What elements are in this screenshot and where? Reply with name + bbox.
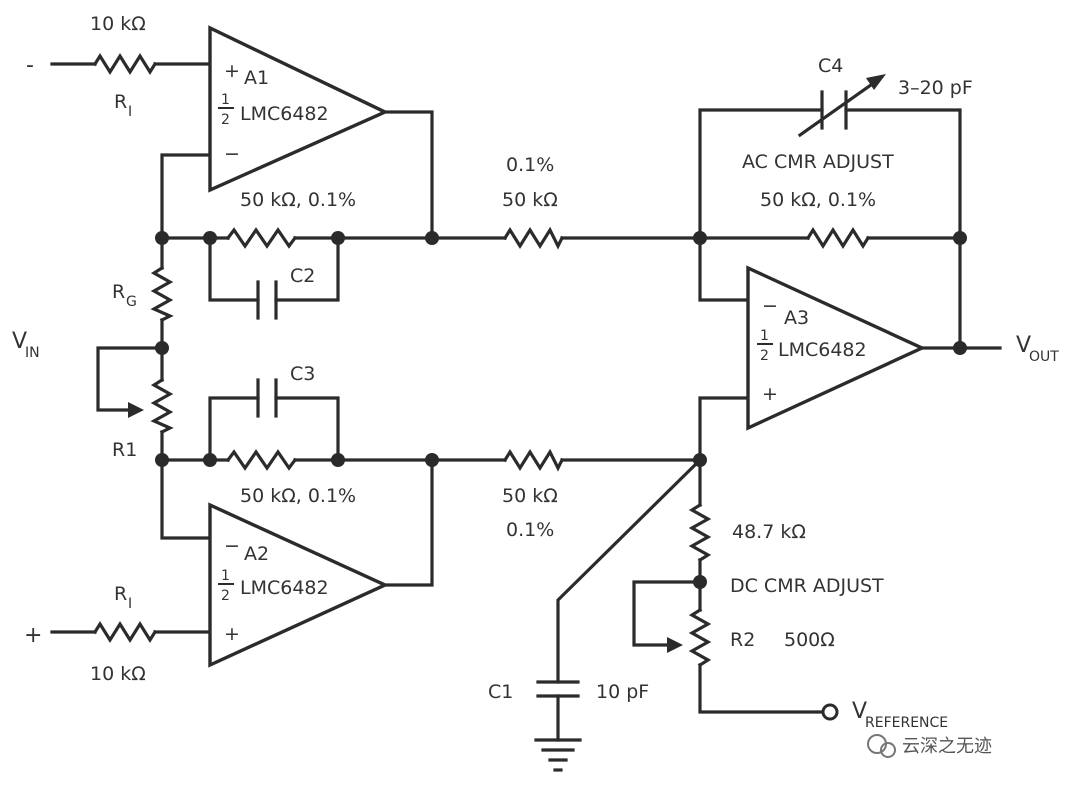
c4-label: C4 xyxy=(818,55,843,77)
r2-label: R2 xyxy=(730,629,755,651)
resistor-bottom-mid xyxy=(502,448,565,472)
a2-part: LMC6482 xyxy=(240,577,329,599)
resistor-a2-feedback xyxy=(225,449,298,471)
c2-label: C2 xyxy=(290,265,315,287)
junction-dots xyxy=(155,231,967,589)
rg-subscript: G xyxy=(126,294,137,310)
ri-top-value: 10 kΩ xyxy=(90,13,146,35)
plus-input-label: + xyxy=(24,623,42,648)
a2-plus-pin: + xyxy=(224,623,240,645)
a3-half-den: 2 xyxy=(760,348,769,364)
a2-name: A2 xyxy=(244,543,269,565)
vout-label: V xyxy=(1016,333,1031,358)
wires xyxy=(50,62,1002,742)
r1-label: R1 xyxy=(112,439,137,461)
capacitor-c3 xyxy=(256,378,278,418)
a2-minus-pin: − xyxy=(224,535,240,557)
resistor-a1-feedback xyxy=(225,227,298,249)
resistor-48-7k-label: 48.7 kΩ xyxy=(732,521,806,543)
potentiometer-r1 xyxy=(128,377,174,435)
ri-bottom-label: R xyxy=(114,583,127,605)
a1-name: A1 xyxy=(244,67,269,89)
a3-minus-pin: − xyxy=(762,295,778,317)
resistor-48-7k xyxy=(688,502,712,563)
potentiometer-r2 xyxy=(667,607,712,668)
a3-feedback-resistor-label: 50 kΩ, 0.1% xyxy=(760,189,876,211)
c4-range: 3–20 pF xyxy=(898,77,973,99)
opamp-a3 xyxy=(746,265,927,431)
a1-half-num: 1 xyxy=(221,92,230,108)
ri-bottom-value: 10 kΩ xyxy=(90,663,146,685)
c3-label: C3 xyxy=(290,363,315,385)
watermark: 云深之无迹 xyxy=(867,734,992,758)
vref-label: V xyxy=(852,699,867,724)
a2-feedback-resistor-label: 50 kΩ, 0.1% xyxy=(240,485,356,507)
capacitor-c1 xyxy=(536,680,580,698)
capacitor-c4-variable xyxy=(797,74,886,138)
a3-plus-pin: + xyxy=(762,383,778,405)
a3-name: A3 xyxy=(784,307,809,329)
vin-label: V xyxy=(12,329,27,354)
a1-part: LMC6482 xyxy=(240,103,329,125)
resistor-top-mid xyxy=(502,226,565,250)
resistor-a3-feedback xyxy=(805,226,871,250)
minus-input-label: - xyxy=(26,53,34,78)
ac-cmr-adjust-label: AC CMR ADJUST xyxy=(742,151,894,173)
resistor-ri-top xyxy=(92,52,158,76)
a1-feedback-resistor-label: 50 kΩ, 0.1% xyxy=(240,189,356,211)
r2-value: 500Ω xyxy=(784,629,835,651)
top-mid-resistor-value: 50 kΩ xyxy=(502,189,558,211)
c1-value: 10 pF xyxy=(596,681,649,703)
a3-part: LMC6482 xyxy=(778,339,867,361)
rg-label: R xyxy=(112,281,125,303)
capacitor-c2 xyxy=(256,280,278,320)
a2-half-num: 1 xyxy=(221,568,230,584)
opamp-a2 xyxy=(208,502,390,668)
a3-half-num: 1 xyxy=(760,328,769,344)
a2-half-den: 2 xyxy=(221,588,230,604)
bottom-mid-resistor-tolerance: 0.1% xyxy=(506,519,554,541)
ground-symbol xyxy=(534,738,582,772)
a1-minus-pin: − xyxy=(224,143,240,165)
bottom-mid-resistor-value: 50 kΩ xyxy=(502,485,558,507)
watermark-text: 云深之无迹 xyxy=(902,736,992,757)
a1-plus-pin: + xyxy=(224,60,240,82)
top-mid-resistor-tolerance: 0.1% xyxy=(506,154,554,176)
a1-half-den: 2 xyxy=(221,112,230,128)
vin-subscript: IN xyxy=(25,345,40,361)
dc-cmr-adjust-label: DC CMR ADJUST xyxy=(730,575,884,597)
vref-subscript: REFERENCE xyxy=(865,715,948,731)
vref-terminal xyxy=(821,703,839,721)
ri-bottom-subscript: I xyxy=(128,596,132,612)
vout-subscript: OUT xyxy=(1029,349,1059,365)
resistor-rg xyxy=(150,265,174,323)
ri-top-label: R xyxy=(114,91,127,113)
ri-top-subscript: I xyxy=(128,104,132,120)
resistor-ri-bottom xyxy=(92,620,158,644)
c1-label: C1 xyxy=(488,681,513,703)
opamp-a1 xyxy=(208,25,390,193)
